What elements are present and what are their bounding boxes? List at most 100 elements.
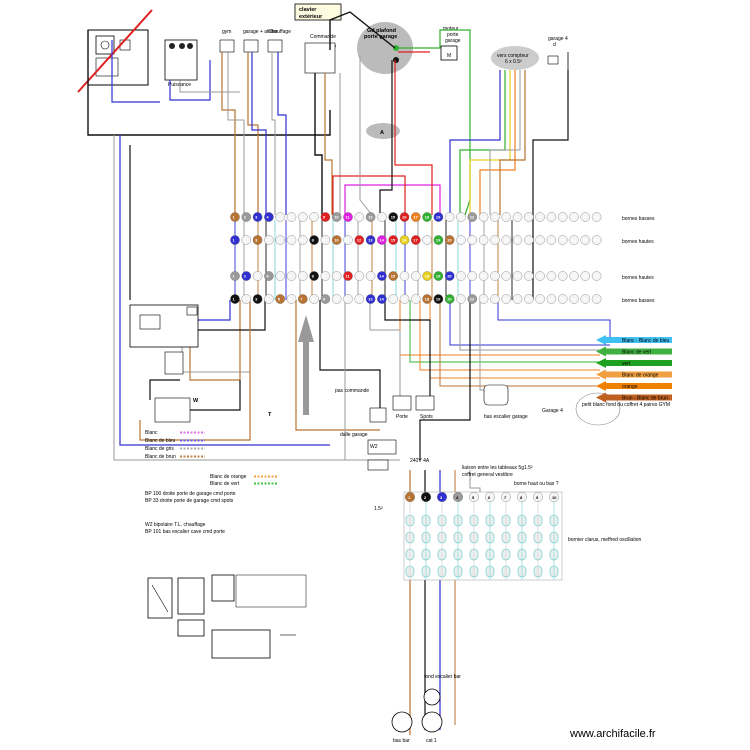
wire	[344, 300, 368, 461]
terminal-num-1-11: 12	[357, 215, 362, 220]
terminal-3-27	[535, 271, 545, 281]
bottom-terminal-top-7	[517, 492, 527, 502]
terminal-2-1	[241, 235, 252, 245]
terminal-3-7	[309, 271, 319, 281]
terminal-4-10	[343, 294, 353, 304]
bottom-terminal-num-3: 4	[456, 495, 459, 500]
terminal-4-31	[580, 294, 591, 304]
terminal-num-2-14: 15	[391, 238, 396, 243]
terminal-num-1-18: 19	[436, 215, 441, 220]
terminal-3-14	[388, 271, 398, 281]
terminal-num-4-11: 12	[357, 297, 362, 302]
terminal-2-4	[275, 235, 285, 245]
terminal-num-1-14: 15	[391, 215, 396, 220]
terminal-3-31	[580, 271, 591, 281]
terminal-2-31	[580, 235, 591, 245]
terminal-4-23	[490, 294, 500, 304]
terminal-4-3	[264, 294, 274, 304]
terminal-num-1-29: 30	[560, 215, 565, 220]
terminal-1-10	[343, 212, 353, 222]
terminal-num-4-30: 31	[572, 297, 577, 302]
watermark: www.archifacile.fr	[569, 728, 656, 740]
terminal-num-3-32: 33	[594, 274, 599, 279]
terminal-4-29	[557, 294, 568, 304]
motor-line1: moteur	[443, 26, 459, 32]
bottom-terminal-num-9: 10	[552, 495, 557, 500]
terminal-num-2-7: 8	[312, 238, 315, 243]
row-label-1: bornes basses	[622, 216, 655, 222]
terminal-3-23	[490, 271, 500, 281]
bottom-terminal-num-1: 2	[424, 495, 427, 500]
terminal-1-11	[354, 212, 365, 222]
terminal-2-21	[467, 235, 478, 245]
terminal-3-13	[377, 271, 387, 281]
terminal-num-4-2: 3	[255, 297, 258, 302]
terminal-4-28	[546, 294, 557, 304]
w-label: W	[193, 398, 199, 404]
terminal-2-11	[354, 235, 365, 245]
terminal-num-4-8: 9	[323, 297, 326, 302]
terminal-num-3-12: 13	[368, 274, 373, 279]
terminal-3-21	[467, 271, 478, 281]
wire	[369, 300, 401, 396]
terminal-num-1-16: 17	[413, 215, 418, 220]
chauffage-label: Chauffage	[268, 29, 291, 35]
terminal-2-28	[546, 235, 557, 245]
commande-label: Commande	[310, 34, 336, 40]
terminal-num-3-26: 27	[526, 274, 531, 279]
terminal-1-30	[569, 212, 579, 222]
terminal-4-12	[365, 294, 376, 304]
clavier-line2: extérieur	[299, 14, 323, 20]
terminal-num-4-18: 19	[436, 297, 441, 302]
terminal-num-1-13: 14	[379, 215, 384, 220]
terminal-1-0	[230, 212, 240, 222]
bottom-terminal-top-8	[533, 492, 543, 502]
terminal-1-27	[535, 212, 545, 222]
color-arrow-1: Blanc de vert	[596, 346, 672, 357]
terminal-num-1-9: 10	[334, 215, 339, 220]
wire	[198, 300, 231, 321]
compteur-line2: 6 x 0.5²	[505, 59, 522, 65]
terminal-4-25	[512, 294, 523, 304]
terminal-num-3-10: 11	[346, 274, 351, 279]
note-4: BP 101 bas escalier cave cmd porte	[145, 529, 225, 535]
terminal-num-2-10: 11	[346, 238, 351, 243]
terminal-4-26	[524, 294, 534, 304]
terminal-num-2-17: 18	[425, 238, 430, 243]
terminal-num-2-30: 31	[572, 238, 577, 243]
wire	[449, 300, 610, 346]
terminal-4-13	[377, 294, 387, 304]
color-arrow-3: Blanc de orange	[596, 369, 672, 380]
terminal-4-1	[241, 294, 252, 304]
wire	[319, 300, 381, 410]
garage4-top: garage 4 d	[547, 36, 569, 70]
row-label-4: bornes basses	[622, 298, 655, 304]
terminal-num-2-15: 16	[402, 238, 407, 243]
terminal-num-3-18: 19	[436, 274, 441, 279]
terminal-num-2-28: 29	[549, 238, 554, 243]
terminal-num-1-31: 32	[583, 215, 588, 220]
bornier-small-label: bornier clarus, meffred oscillation	[568, 537, 641, 543]
terminal-2-26	[524, 235, 534, 245]
terminal-4-18	[433, 294, 444, 304]
terminal-num-4-3: 4	[266, 297, 269, 302]
terminal-3-17	[422, 271, 432, 281]
terminal-num-2-19: 20	[447, 238, 452, 243]
borne-haut-label: borne haut ou bas ?	[514, 481, 559, 487]
arrow-shape	[596, 392, 672, 403]
terminal-num-4-10: 11	[346, 297, 351, 302]
wire	[459, 300, 600, 351]
terminal-3-32	[591, 271, 602, 281]
terminal-1-16	[411, 212, 421, 222]
wire	[198, 300, 266, 331]
legend-mid-label: Blanc de vert	[210, 481, 240, 487]
wire	[332, 175, 406, 215]
wire	[87, 30, 331, 136]
terminal-num-2-25: 26	[515, 238, 520, 243]
terminal-4-27	[535, 294, 545, 304]
terminal-num-4-5: 6	[289, 297, 292, 302]
terminal-1-23	[490, 212, 500, 222]
color-arrow-4: orange	[596, 381, 672, 391]
wire	[113, 135, 400, 461]
